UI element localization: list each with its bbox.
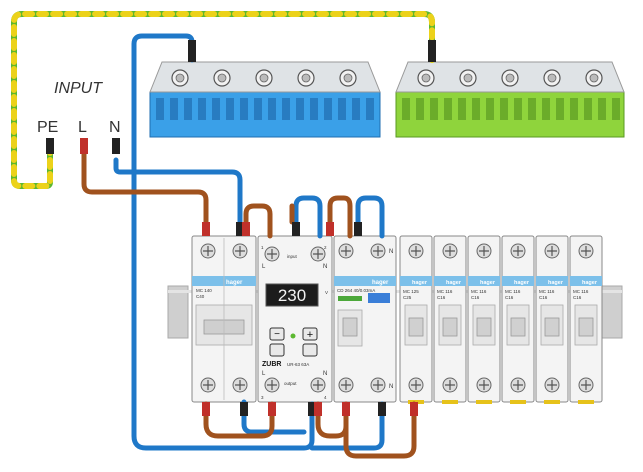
relay-input-label: input (287, 254, 298, 259)
voltage-relay: 1 2 L N input V 230 − + ZUBR UR-63 63A L… (257, 235, 333, 403)
relay-top-L: L (262, 264, 266, 270)
mcb-brand: hager (446, 280, 462, 286)
relay-terminal-4: 4 (324, 395, 327, 400)
relay-side-V: V (325, 290, 328, 295)
mcb-brand: hager (548, 280, 564, 286)
wire-ferrules (46, 40, 436, 416)
relay-display: 230 (278, 286, 306, 305)
relay-terminal-3: 3 (261, 395, 264, 400)
mcb-brand: hager (480, 280, 496, 286)
relay-terminal-1: 1 (261, 245, 264, 250)
relay-top-N: N (323, 264, 327, 270)
rcd-brand: hager (372, 280, 389, 286)
rcd-spec: CD 264 40/0.03mA (337, 288, 375, 293)
rcd-N-bottom: N (389, 384, 393, 390)
input-title: INPUT (54, 80, 103, 97)
relay-bot-L: L (262, 371, 266, 377)
relay-brand: ZUBR (262, 361, 281, 368)
relay-model: UR-63 63A (287, 362, 309, 367)
phase-wires (81, 145, 417, 459)
earth-wire (11, 11, 435, 189)
relay-output-label: output (284, 381, 297, 386)
relay-minus-button: − (274, 329, 280, 340)
rcd: hager CD 264 40/0.03mA N N (333, 235, 397, 403)
mcb-brand: hager (412, 280, 428, 286)
neutral-wires (113, 33, 385, 451)
l-label: L (78, 119, 87, 136)
mcb-brand: hager (582, 280, 598, 286)
pe-label: PE (37, 119, 58, 136)
rcd-N-top: N (389, 249, 393, 255)
neutral-busbar (149, 61, 381, 138)
n-label: N (109, 119, 121, 136)
mcb-brand: hager (514, 280, 530, 286)
earth-busbar (395, 61, 625, 138)
relay-terminal-2: 2 (324, 245, 327, 250)
relay-plus-button: + (307, 329, 313, 341)
relay-bot-N: N (323, 371, 327, 377)
main-breaker-brand: hager (226, 280, 243, 286)
input-labels: INPUT PE L N (37, 80, 121, 136)
